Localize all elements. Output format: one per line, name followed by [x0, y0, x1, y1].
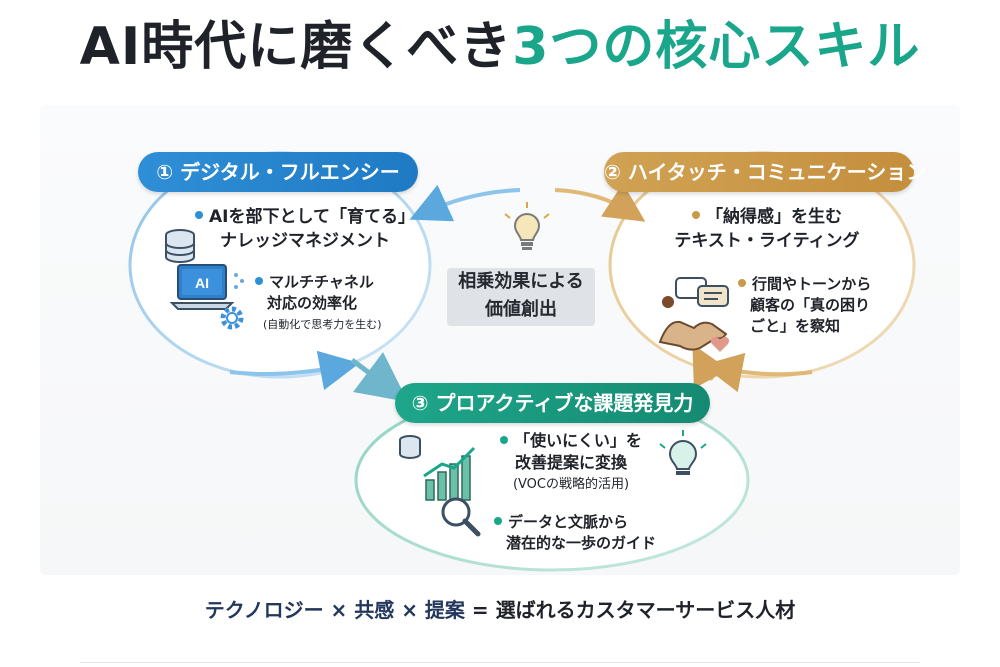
- skill2-point1: 「納得感」を生む テキスト・ライティング: [674, 207, 860, 251]
- skill1-point2: マルチチャネル 対応の効率化 (自動化で思考力を生む): [255, 272, 382, 335]
- page-title: AI時代に磨くべき3つの核心スキル: [0, 12, 1000, 82]
- bullet-icon: [494, 516, 502, 525]
- arrow-3-to-2: [692, 343, 730, 389]
- lightbulb-icon: [504, 202, 550, 250]
- skill-label-1: ① デジタル・フルエンシー: [138, 152, 418, 192]
- ai-badge-text: AI: [195, 275, 209, 291]
- bullet-icon: [500, 435, 509, 444]
- magnifier-icon: [441, 497, 481, 537]
- database-icon: [165, 229, 195, 263]
- skill-label-2: ② ハイタッチ・コミュニケーション: [604, 152, 926, 192]
- summary-result: = 選ばれるカスタマーサービス人材: [464, 598, 796, 622]
- handshake-icon: [658, 296, 728, 351]
- gear-icon: [220, 306, 244, 330]
- bullet-icon: [738, 278, 746, 287]
- heart-icon: [710, 337, 730, 352]
- lightbulb-gear-icon: [659, 430, 707, 475]
- arrow-1-to-2: [554, 183, 646, 222]
- arrow-2-to-1: [409, 184, 521, 222]
- footer-divider: [80, 662, 920, 663]
- skill3-point2: データと文脈から 潜在的な一歩のガイド: [494, 512, 656, 554]
- skill1-point1: AIを部下として「育てる」 ナレッジマネジメント: [190, 205, 420, 253]
- skill-label-3: ③ プロアクティブな課題発見力: [395, 383, 710, 423]
- arrow-1-to-3: [229, 350, 360, 391]
- bullet-icon: [692, 211, 700, 219]
- skill3-point1: 「使いにくい」を 改善提案に変換 (VOCの戦略的活用): [486, 430, 656, 496]
- summary-formula: テクノロジー × 共感 × 提案: [204, 598, 465, 622]
- synergy-box: 相乗効果による 価値創出: [447, 268, 595, 326]
- bottom-summary: テクノロジー × 共感 × 提案 = 選ばれるカスタマーサービス人材: [0, 594, 1000, 623]
- title-accent: 3つの核心スキル: [512, 17, 921, 77]
- arrow-3-to-1: [350, 352, 408, 402]
- laptop-ai-icon: AI: [169, 264, 244, 310]
- skill2-point2: 行間やトーンから 顧客の「真の困り ごと」を察知: [738, 274, 871, 337]
- chart-icon: [399, 435, 476, 501]
- bullet-icon: [195, 211, 203, 219]
- title-main: AI時代に磨くべき: [79, 17, 513, 77]
- chat-bubbles-icon: [675, 277, 729, 307]
- bullet-icon: [255, 276, 263, 285]
